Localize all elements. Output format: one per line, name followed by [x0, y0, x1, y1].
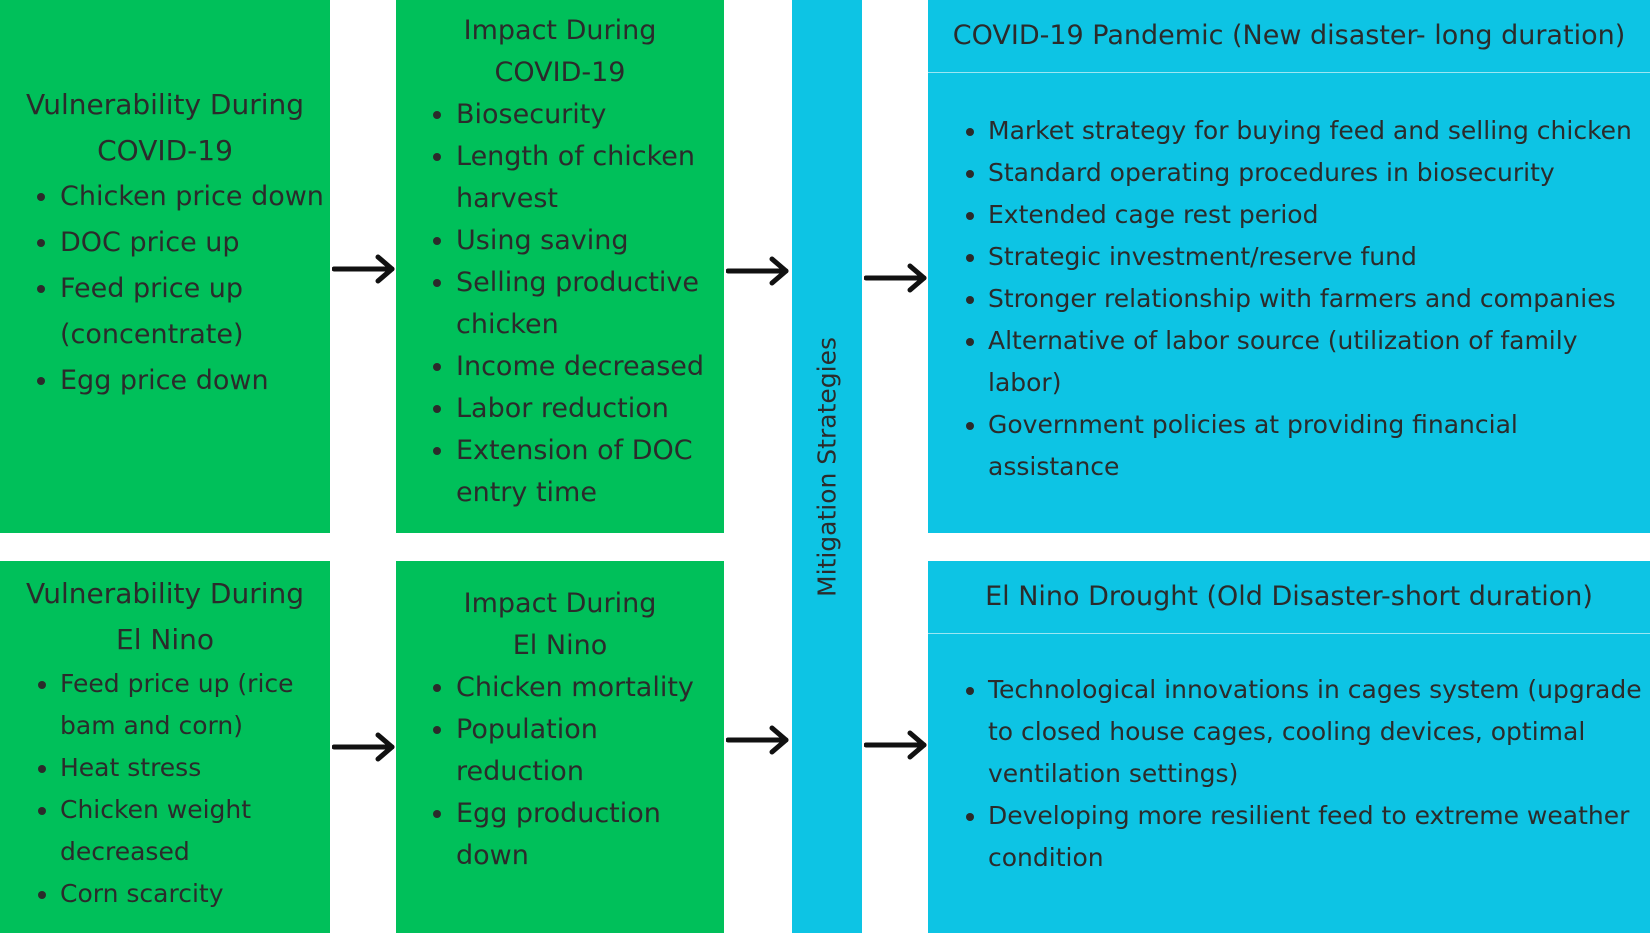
list-item: Developing more resilient feed to extrem… — [988, 795, 1650, 879]
list-item: Corn scarcity — [60, 873, 330, 915]
arrow-right-icon — [864, 263, 927, 293]
list-item: Biosecurity — [456, 94, 724, 136]
impact-covid-list: Biosecurity Length of chicken harvest Us… — [396, 94, 724, 514]
list-item: Standard operating procedures in biosecu… — [988, 152, 1650, 194]
impact-elnino-box: Impact During El Nino Chicken mortality P… — [396, 561, 724, 933]
mitigation-strategies-bar: Mitigation Strategies — [792, 0, 862, 933]
list-item: Market strategy for buying feed and sell… — [988, 110, 1650, 152]
vulnerability-elnino-box: Vulnerability During El Nino Feed price u… — [0, 561, 330, 933]
list-item: Population reduction — [456, 709, 724, 793]
list-item: Chicken weight decreased — [60, 789, 330, 873]
impact-covid-title-line1: Impact During — [463, 15, 657, 46]
list-item: Labor reduction — [456, 388, 724, 430]
list-item: Heat stress — [60, 747, 330, 789]
list-item: Extended cage rest period — [988, 194, 1650, 236]
elnino-strategies-title: El Nino Drought (Old Disaster-short dura… — [928, 561, 1650, 634]
list-item: Income decreased — [456, 346, 724, 388]
list-item: Chicken price down — [60, 174, 330, 220]
list-item: Feed price up (rice bam and corn) — [60, 663, 330, 747]
list-item: Alternative of labor source (utilization… — [988, 320, 1650, 404]
list-item: Egg price down — [60, 358, 330, 404]
list-item: Length of chicken harvest — [456, 136, 724, 220]
list-item: DOC price up — [60, 220, 330, 266]
list-item: Stronger relationship with farmers and c… — [988, 278, 1650, 320]
vulnerability-covid-list: Chicken price down DOC price up Feed pri… — [0, 174, 330, 404]
vulnerability-elnino-list: Feed price up (rice bam and corn) Heat s… — [0, 663, 330, 915]
vulnerability-covid-title-line2: COVID-19 — [97, 134, 233, 167]
list-item: Feed price up (concentrate) — [60, 266, 330, 358]
list-item: Selling productive chicken — [456, 262, 724, 346]
covid-strategies-list: Market strategy for buying feed and sell… — [928, 110, 1650, 488]
list-item: Using saving — [456, 220, 724, 262]
arrow-right-icon — [332, 254, 395, 284]
list-item: Egg production down — [456, 793, 724, 877]
list-item: Strategic investment/reserve fund — [988, 236, 1650, 278]
vulnerability-elnino-title-line2: El Nino — [116, 623, 214, 656]
list-item: Government policies at providing financi… — [988, 404, 1650, 488]
elnino-strategies-box: El Nino Drought (Old Disaster-short dura… — [928, 561, 1650, 933]
arrow-right-icon — [726, 725, 789, 755]
covid-strategies-title: COVID-19 Pandemic (New disaster- long du… — [928, 0, 1650, 73]
impact-covid-title-line2: COVID-19 — [494, 57, 626, 88]
arrow-right-icon — [332, 732, 395, 762]
vulnerability-elnino-title-line1: Vulnerability During — [25, 577, 305, 610]
vulnerability-covid-title-line1: Vulnerability During — [25, 88, 305, 121]
covid-strategies-box: COVID-19 Pandemic (New disaster- long du… — [928, 0, 1650, 533]
elnino-strategies-list: Technological innovations in cages syste… — [928, 669, 1650, 879]
arrow-right-icon — [726, 256, 789, 286]
impact-elnino-list: Chicken mortality Population reduction E… — [396, 667, 724, 877]
list-item: Chicken mortality — [456, 667, 724, 709]
list-item: Extension of DOC entry time — [456, 430, 724, 514]
list-item: Technological innovations in cages syste… — [988, 669, 1650, 795]
arrow-right-icon — [864, 730, 927, 760]
impact-elnino-title-line2: El Nino — [512, 630, 608, 661]
impact-elnino-title-line1: Impact During — [463, 588, 657, 619]
mitigation-strategies-label: Mitigation Strategies — [812, 336, 842, 597]
